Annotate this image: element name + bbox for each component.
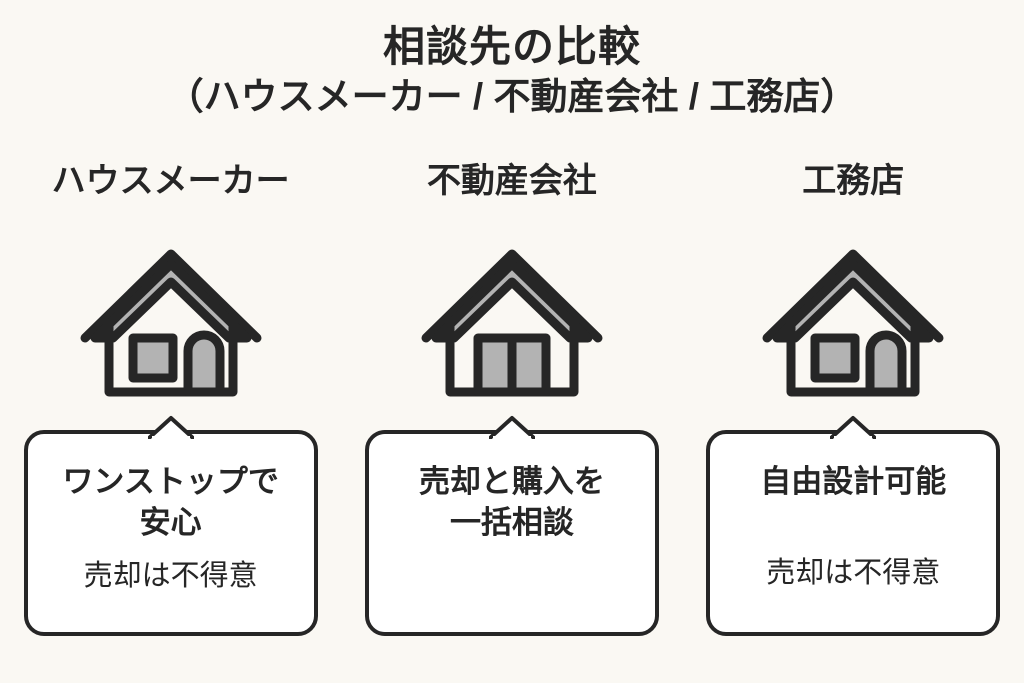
column-heading: 不動産会社 — [426, 162, 597, 200]
house-icon — [753, 220, 953, 400]
comparison-column-real-estate: 不動産会社 売却と購入を 一括相談 — [341, 160, 682, 660]
callout-tail-icon — [488, 415, 535, 439]
comparison-column-house-maker: ハウスメーカー ワンストップで 安心 売却は不得 — [0, 160, 341, 660]
title-block: 相談先の比較 （ハウスメーカー / 不動産会社 / 工務店） — [0, 22, 1024, 120]
callout-primary-text: ワンストップで 安心 — [62, 464, 279, 540]
callout-tail-icon — [830, 415, 877, 439]
comparison-columns: ハウスメーカー ワンストップで 安心 売却は不得 — [0, 160, 1024, 660]
callout-primary-text: 売却と購入を 一括相談 — [418, 464, 605, 540]
house-icon — [412, 220, 612, 400]
callout-box: 自由設計可能 売却は不得意 — [706, 416, 1001, 636]
page-title: 相談先の比較 — [382, 23, 641, 70]
house-icon — [71, 220, 271, 400]
callout-box: 売却と購入を 一括相談 — [364, 416, 659, 636]
callout-primary-text: 自由設計可能 — [760, 464, 947, 499]
page-subtitle: （ハウスメーカー / 不動産会社 / 工務店） — [166, 75, 858, 117]
callout-box: ワンストップで 安心 売却は不得意 — [23, 416, 318, 636]
comparison-column-builder: 工務店 自由設計可能 売却は不得意 — [683, 160, 1024, 660]
callout-secondary-text: 売却は不得意 — [766, 556, 941, 589]
column-heading: ハウスメーカー — [51, 162, 290, 200]
column-heading: 工務店 — [802, 162, 905, 200]
callout-tail-icon — [147, 415, 194, 439]
callout-secondary-text: 売却は不得意 — [83, 559, 258, 592]
